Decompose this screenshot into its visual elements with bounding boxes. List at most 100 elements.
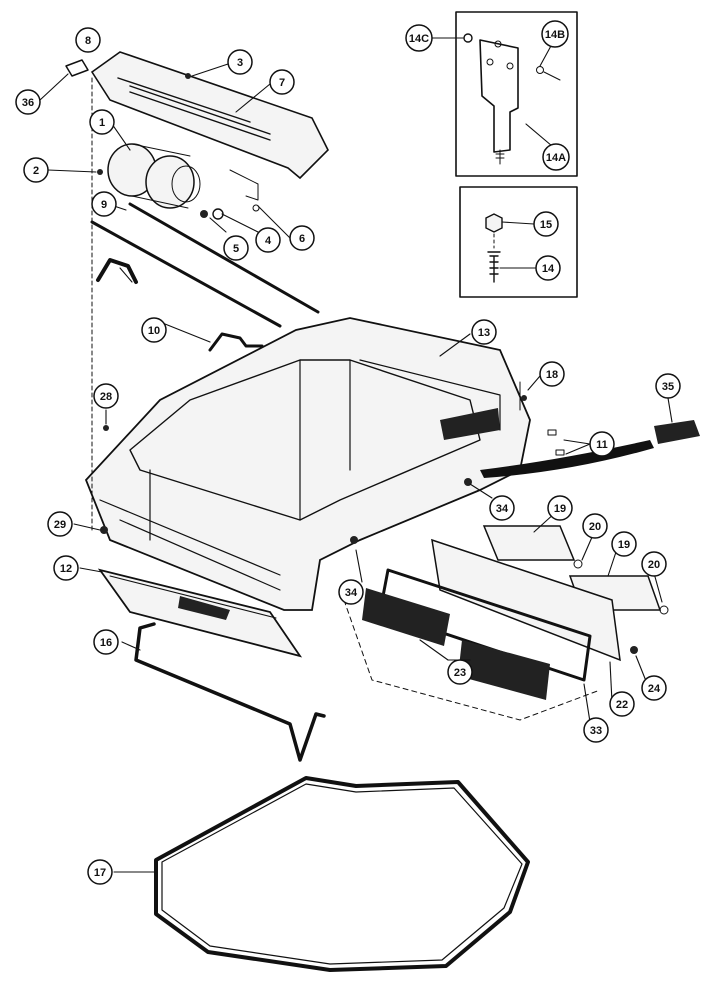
callout-circle [447, 659, 473, 685]
callout-circle [89, 109, 115, 135]
callout-circle [611, 531, 637, 557]
callout-circle [539, 361, 565, 387]
callout-circle [15, 89, 41, 115]
callout-label: 24 [648, 683, 661, 695]
callout-17: 17 [87, 859, 113, 885]
callout-14b: 14B [541, 20, 569, 48]
callout-circle [641, 675, 667, 701]
callout-label: 22 [616, 699, 628, 711]
callout-36: 36 [15, 89, 41, 115]
callout-circle [405, 24, 433, 52]
callout-label: 10 [148, 325, 160, 337]
callout-label: 13 [478, 327, 490, 339]
callout-label: 36 [22, 97, 34, 109]
callout-28: 28 [93, 383, 119, 409]
callout-label: 20 [589, 521, 601, 533]
callout-29: 29 [47, 511, 73, 537]
callout-14: 14 [535, 255, 561, 281]
callout-34: 34 [489, 495, 515, 521]
callout-label: 8 [85, 35, 91, 47]
callout-34: 34 [338, 579, 364, 605]
callout-circle [289, 225, 315, 251]
callout-circle [93, 629, 119, 655]
callout-20: 20 [582, 513, 608, 539]
callout-label: 5 [233, 243, 239, 255]
screw-28-29-part [91, 77, 109, 534]
callout-label: 6 [299, 233, 305, 245]
callout-circle [87, 859, 113, 885]
callout-label: 14 [542, 263, 555, 275]
blower-motor-part [97, 143, 260, 220]
callout-circle [93, 383, 119, 409]
main-housing-part [84, 317, 531, 611]
callout-4: 4 [255, 227, 281, 253]
callout-circle [583, 717, 609, 743]
callout-label: 18 [546, 369, 558, 381]
callout-circle [641, 551, 667, 577]
callout-label: 23 [454, 667, 466, 679]
callout-label: 9 [101, 199, 107, 211]
callout-label: 17 [94, 867, 106, 879]
callout-16: 16 [93, 629, 119, 655]
callout-label: 14B [545, 29, 565, 41]
callout-label: 35 [662, 381, 674, 393]
callout-label: 11 [596, 439, 608, 451]
callout-circle [655, 373, 681, 399]
callout-label: 29 [54, 519, 66, 531]
rod-16-part [134, 622, 326, 762]
callout-19: 19 [547, 495, 573, 521]
callout-12: 12 [53, 555, 79, 581]
callout-label: 33 [590, 725, 602, 737]
callout-circle [255, 227, 281, 253]
callout-circle [609, 691, 635, 717]
callout-label: 7 [279, 77, 285, 89]
callout-14a: 14A [542, 143, 570, 171]
callout-23: 23 [447, 659, 473, 685]
filter-35-part [654, 420, 700, 444]
callout-circle [141, 317, 167, 343]
callout-13: 13 [471, 319, 497, 345]
callout-label: 12 [60, 563, 72, 575]
callout-18: 18 [539, 361, 565, 387]
callout-circle [535, 255, 561, 281]
callout-label: 15 [540, 219, 552, 231]
trim-panels-part [343, 525, 669, 721]
callout-3: 3 [227, 49, 253, 75]
callout-7: 7 [269, 69, 295, 95]
callout-circle [582, 513, 608, 539]
callout-label: 19 [554, 503, 566, 515]
callout-15: 15 [533, 211, 559, 237]
callout-5: 5 [223, 235, 249, 261]
callout-circle [547, 495, 573, 521]
callout-circle [589, 431, 615, 457]
callout-6: 6 [289, 225, 315, 251]
callout-label: 14A [546, 152, 566, 164]
callout-label: 14C [409, 33, 429, 45]
callout-20: 20 [641, 551, 667, 577]
callout-19: 19 [611, 531, 637, 557]
callout-circle [75, 27, 101, 53]
callout-circle [338, 579, 364, 605]
callout-circle [91, 191, 117, 217]
callout-label: 1 [99, 117, 105, 129]
callout-circle [269, 69, 295, 95]
callout-24: 24 [641, 675, 667, 701]
callout-circle [541, 20, 569, 48]
callout-label: 34 [496, 503, 509, 515]
handle-10-part [96, 258, 264, 352]
callout-circle [489, 495, 515, 521]
callout-14c: 14C [405, 24, 433, 52]
callout-1: 1 [89, 109, 115, 135]
callout-10: 10 [141, 317, 167, 343]
detail-box-14-15 [459, 186, 578, 298]
callout-circle [53, 555, 79, 581]
callout-circle [533, 211, 559, 237]
callout-label: 28 [100, 391, 112, 403]
callout-35: 35 [655, 373, 681, 399]
callout-label: 3 [237, 57, 243, 69]
callout-label: 20 [648, 559, 660, 571]
callout-circle [227, 49, 253, 75]
callout-2: 2 [23, 157, 49, 183]
